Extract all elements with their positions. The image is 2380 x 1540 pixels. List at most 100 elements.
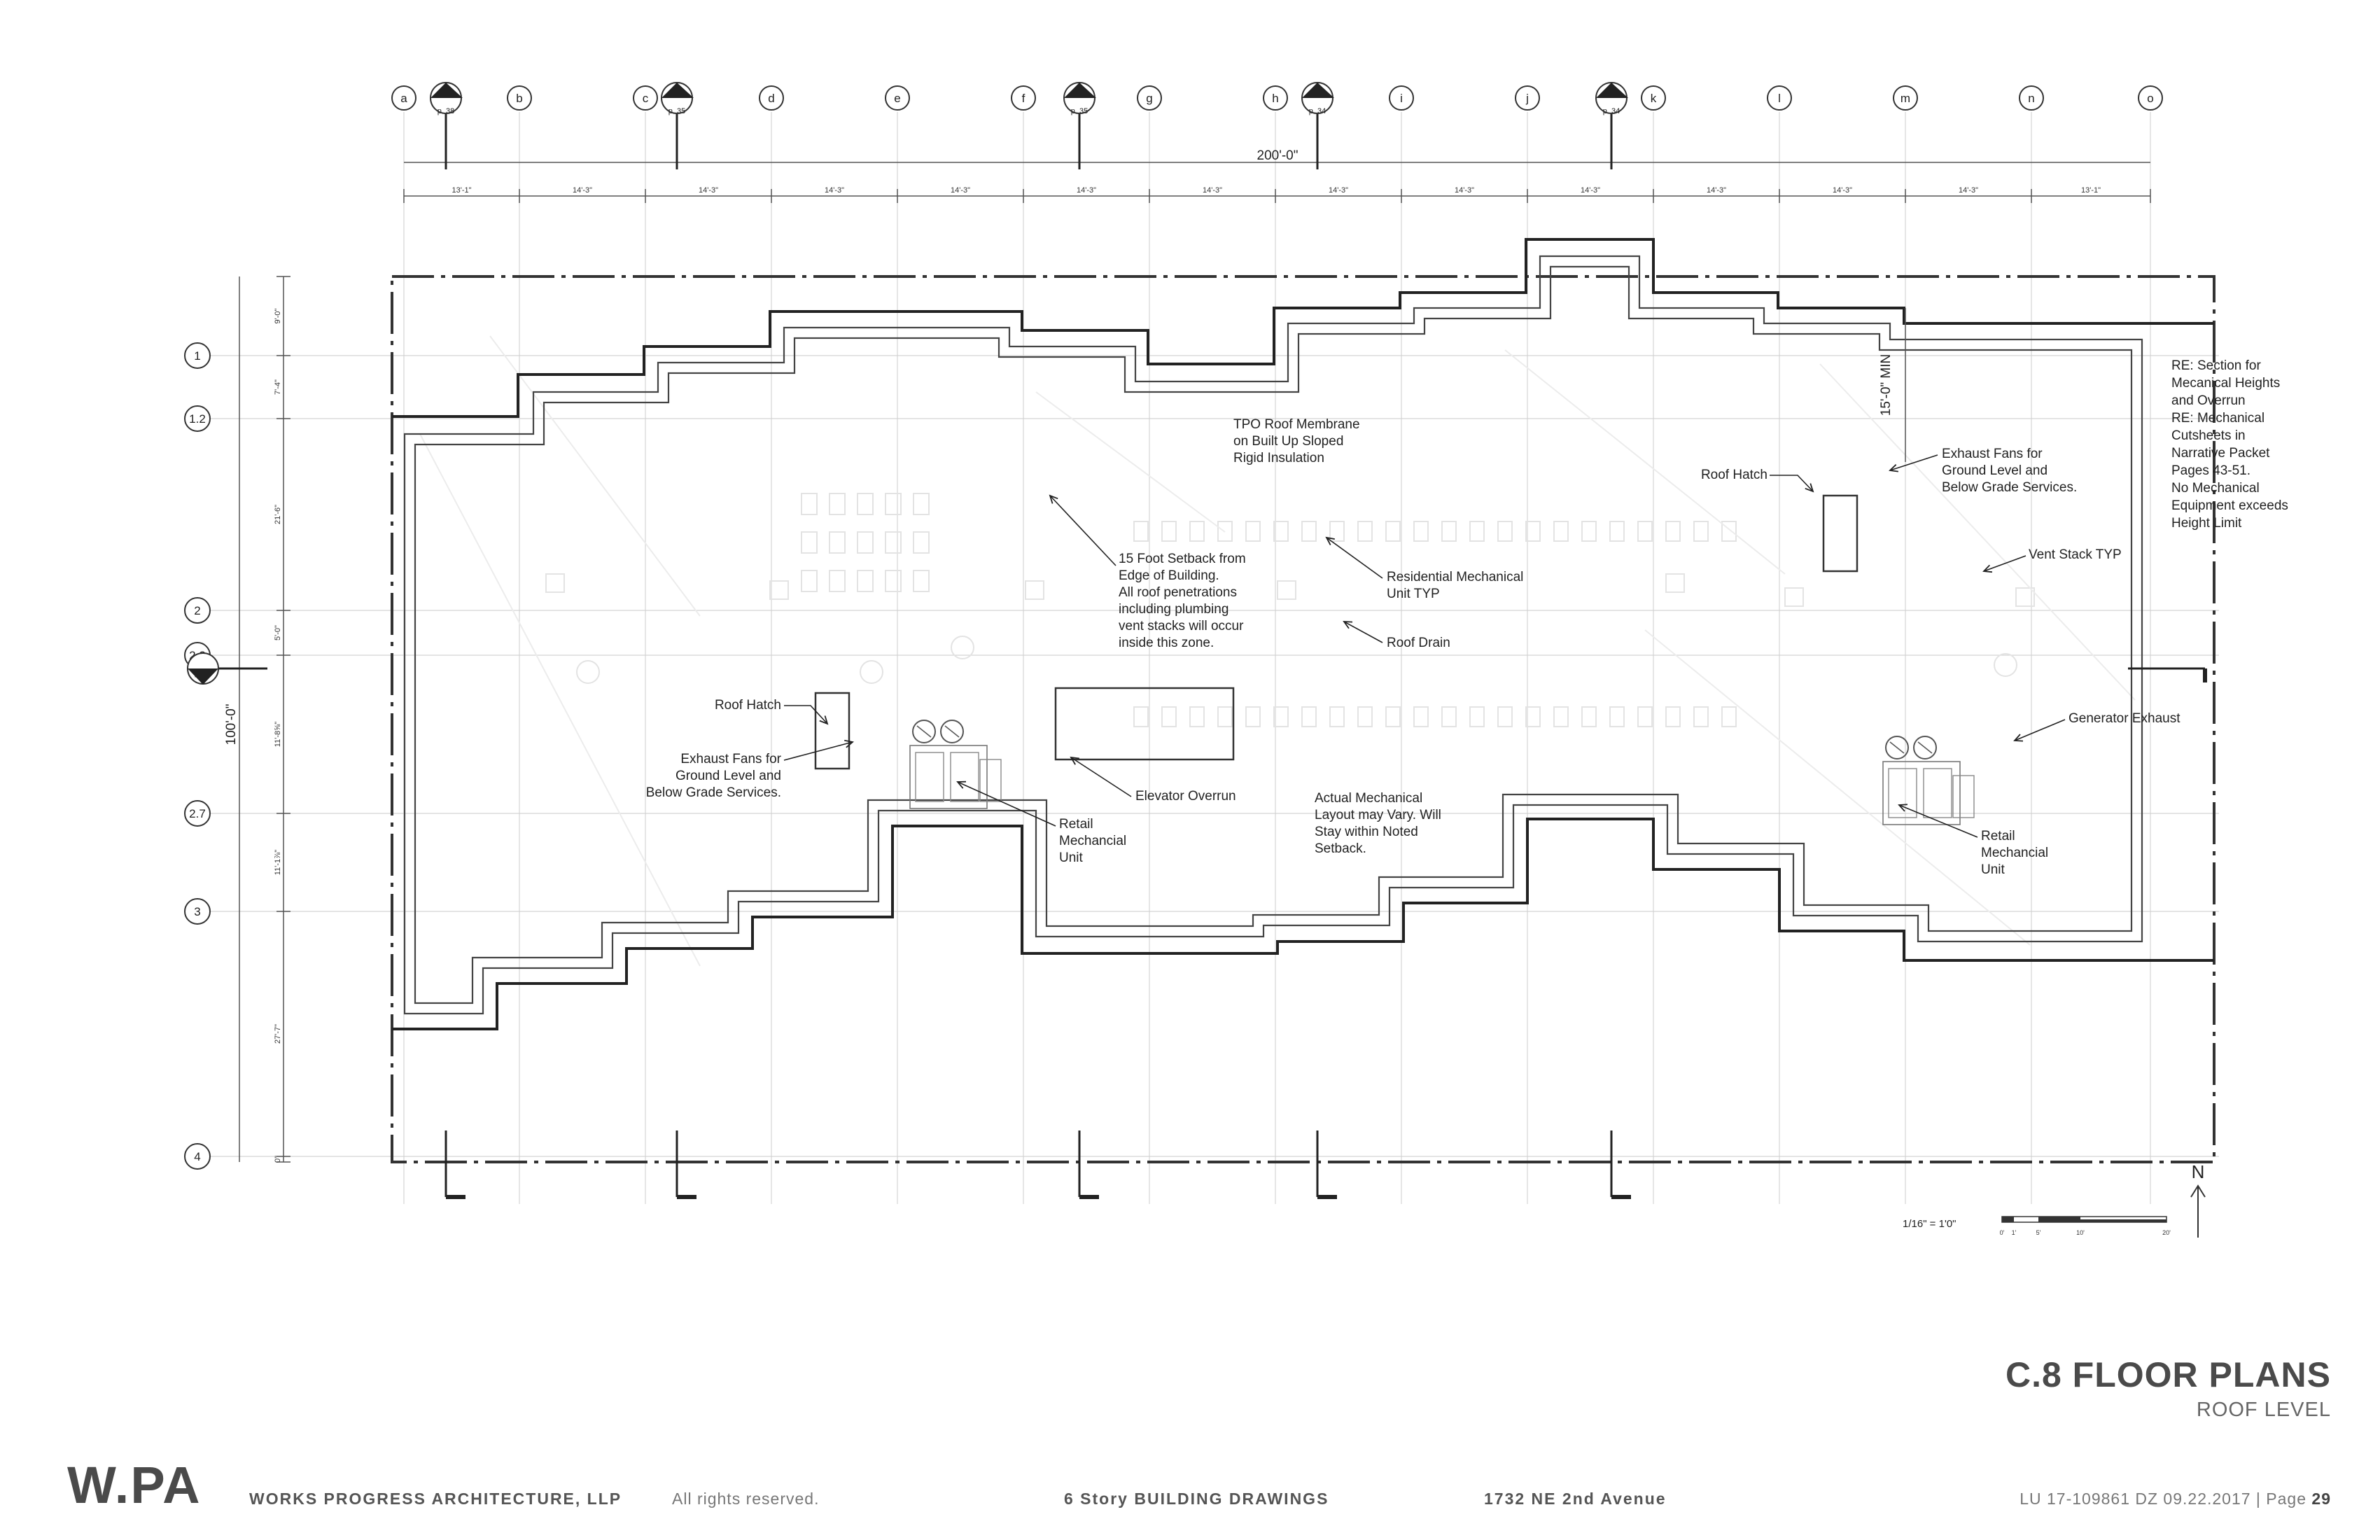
row-dim-label: 11'-1⅞" bbox=[274, 850, 282, 875]
annotation-line: Unit TYP bbox=[1387, 587, 1440, 601]
building-edge bbox=[392, 238, 2214, 418]
faint-unit bbox=[913, 493, 930, 515]
annotation-line: Layout may Vary. Will bbox=[1315, 808, 1441, 822]
faint-unit bbox=[1497, 706, 1513, 727]
fan-blade bbox=[1917, 741, 1933, 754]
scale-label: 1/16" = 1'0" bbox=[1903, 1218, 1956, 1230]
annotation-line: Unit bbox=[1059, 850, 1084, 865]
elevator-overrun-box bbox=[1054, 687, 1235, 761]
column-bubble-j bbox=[1515, 85, 1540, 111]
faint-unit bbox=[1245, 706, 1261, 727]
project-address: 1732 NE 2nd Avenue bbox=[1484, 1490, 1667, 1508]
row-bubble-2 bbox=[184, 597, 211, 624]
leader-arrowhead bbox=[1343, 621, 1353, 629]
faint-unit bbox=[1329, 706, 1345, 727]
column-bubble-label: d bbox=[768, 92, 774, 105]
annotation-line: Roof Hatch bbox=[715, 698, 781, 713]
row-bubble-1.2 bbox=[184, 405, 211, 432]
column-bubble-label: b bbox=[516, 92, 522, 105]
annotation-line: Cutsheets in bbox=[2171, 428, 2246, 443]
annotation-line: Retail bbox=[1981, 829, 2015, 844]
faint-unit bbox=[1497, 521, 1513, 542]
section-tag-label: p. 37 bbox=[195, 669, 211, 678]
faint-unit bbox=[885, 531, 902, 554]
leader-line bbox=[1889, 454, 1938, 471]
annotation-line: Actual Mechanical bbox=[1315, 791, 1422, 806]
mech-panel bbox=[915, 752, 944, 802]
column-bubble-n bbox=[2019, 85, 2044, 111]
annotation-line: Equipment exceeds bbox=[2171, 498, 2288, 513]
column-bubble-h bbox=[1263, 85, 1288, 111]
retail-mech-unit-right bbox=[1882, 736, 1975, 825]
faint-unit bbox=[829, 493, 846, 515]
faint-unit bbox=[1721, 521, 1737, 542]
annotation-line: Residential Mechanical bbox=[1387, 570, 1523, 584]
faint-background-equipment bbox=[419, 335, 2136, 967]
column-dim-label: 14'-3" bbox=[1581, 186, 1600, 195]
column-dim-label: 14'-3" bbox=[1077, 186, 1096, 195]
scale-bar-fill bbox=[2080, 1219, 2166, 1222]
mech-fan bbox=[1913, 736, 1937, 760]
note-vent-stack: Vent Stack TYP bbox=[2029, 547, 2122, 562]
row-bubble-label: 1.2 bbox=[189, 412, 206, 426]
faint-unit bbox=[913, 531, 930, 554]
dimension-strings: 200'-0"13'-1"14'-3"14'-3"14'-3"14'-3"14'… bbox=[224, 148, 2151, 1163]
column-bubble-a bbox=[391, 85, 416, 111]
faint-unit bbox=[1133, 521, 1149, 542]
annotation-line: Generator Exhaust bbox=[2068, 711, 2180, 726]
faint-line bbox=[1644, 629, 2031, 946]
faint-unit bbox=[1553, 706, 1569, 727]
annotation-line: TPO Roof Membrane bbox=[1233, 417, 1360, 432]
faint-unit bbox=[801, 570, 818, 592]
annotation-line: Retail bbox=[1059, 817, 1093, 832]
faint-unit bbox=[1329, 521, 1345, 542]
faint-unit bbox=[913, 570, 930, 592]
section-arrow bbox=[188, 668, 218, 685]
column-bubble-label: i bbox=[1400, 92, 1403, 105]
fan-blade bbox=[916, 725, 932, 738]
annotation-line: Ground Level and bbox=[676, 769, 781, 783]
section-tag-label: p. 35 bbox=[1071, 107, 1088, 115]
row-dim-label: 21'-6" bbox=[274, 505, 282, 524]
row-bubble-1 bbox=[184, 342, 211, 369]
faint-unit bbox=[857, 531, 874, 554]
column-bubble-label: a bbox=[400, 92, 407, 105]
row-dim-label: 0" bbox=[274, 1156, 282, 1163]
column-bubble-label: e bbox=[894, 92, 900, 105]
faint-unit bbox=[1161, 706, 1177, 727]
column-dim-label: 13'-1" bbox=[2081, 186, 2101, 195]
faint-unit bbox=[1693, 706, 1709, 727]
row-bubble-3 bbox=[184, 898, 211, 925]
note-elevator-overrun: Elevator Overrun bbox=[1135, 789, 1236, 804]
annotation-line: Mechancial bbox=[1059, 834, 1126, 848]
leader-arrowhead bbox=[956, 780, 967, 789]
faint-unit bbox=[1385, 706, 1401, 727]
column-dim-label: 14'-3" bbox=[1707, 186, 1726, 195]
setback-line-inner bbox=[414, 265, 2133, 1004]
leader-arrowhead bbox=[1070, 756, 1080, 765]
leader-line bbox=[1049, 495, 1116, 566]
faint-unit bbox=[829, 570, 846, 592]
setback-line-outer bbox=[403, 255, 2143, 1015]
column-bubble-label: o bbox=[2147, 92, 2153, 105]
annotation-line: Below Grade Services. bbox=[646, 785, 781, 800]
annotation-line: inside this zone. bbox=[1119, 636, 1214, 650]
column-bubble-b bbox=[507, 85, 532, 111]
scale-tick-label: 10' bbox=[2076, 1229, 2085, 1236]
faint-unit bbox=[1357, 706, 1373, 727]
annotation-line: Pages 43-51. bbox=[2171, 463, 2250, 478]
faint-circle bbox=[1994, 653, 2017, 677]
column-dim-label: 14'-3" bbox=[825, 186, 844, 195]
faint-unit bbox=[857, 493, 874, 515]
leader-line bbox=[783, 741, 853, 761]
annotation-line: Height Limit bbox=[2171, 516, 2242, 531]
sheet-title: C.8 FLOOR PLANS bbox=[2005, 1355, 2331, 1394]
column-bubble-label: m bbox=[1900, 92, 1910, 105]
mech-panel bbox=[1952, 775, 1975, 818]
leader-line bbox=[1070, 757, 1132, 797]
mech-unit-base bbox=[1882, 761, 1961, 825]
faint-circle bbox=[576, 660, 600, 684]
